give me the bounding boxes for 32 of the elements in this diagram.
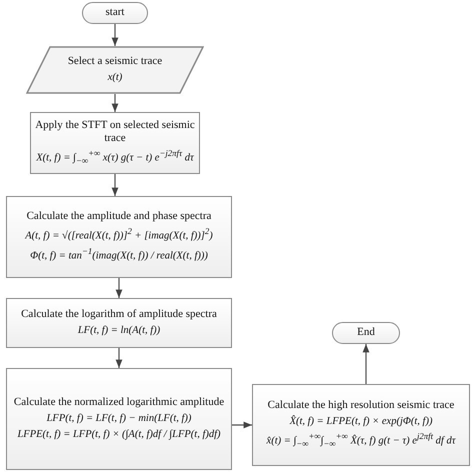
end-terminal	[332, 322, 400, 344]
terminal-label: start	[106, 6, 124, 20]
step-title: Calculate the amplitude and phase spectra	[26, 210, 212, 224]
arrow	[112, 174, 118, 196]
process-box	[6, 298, 232, 348]
formula: Φ(t, f) = tan$^{−1}$(imag(X(t, f)) / real(X(t, f)))	[30, 246, 208, 264]
process-box	[6, 196, 232, 278]
formula: LF(t, f) = ln(A(t, f))	[78, 324, 160, 338]
step-title: Calculate the logarithm of amplitude spectra	[21, 308, 217, 322]
step-title: Calculate the high resolution seismic trace	[268, 399, 454, 414]
formula: x̂(t) = ∫$_{−∞}$$^{+∞}$∫$_{−∞}$$^{+∞}$ X̂(τ, f) g(t − τ) e$^{j2πft}$ df dτ	[266, 431, 456, 451]
arrow	[116, 348, 122, 368]
formula: X(t, f) = ∫$_{−∞}$$^{+∞}$ x(τ) g(τ − t) e$^{−j2πfτ}$ dτ	[36, 148, 194, 168]
formula: x(t)	[108, 70, 122, 85]
formula: A(t, f) = √([real(X(t, f))]$^{2}$ + [imag(X(t, f))]$^{2}$)	[25, 226, 213, 244]
process-box	[252, 384, 470, 466]
terminal-label: End	[357, 326, 375, 340]
step-title: Apply the STFT on selected seismic trace	[35, 118, 195, 146]
step-title: Calculate the normalized logarithmic amplitude	[14, 396, 224, 410]
arrow	[112, 24, 118, 46]
arrow	[116, 278, 122, 298]
formula: LFP(t, f) = LF(t, f) − min(LF(t, f))	[46, 412, 192, 426]
process-box	[30, 112, 200, 174]
arrow	[362, 344, 370, 384]
step-title: Select a seismic trace	[68, 55, 162, 69]
arrow	[112, 94, 118, 112]
arrow	[232, 422, 252, 428]
input-parallelogram	[26, 46, 204, 94]
start-terminal	[82, 2, 148, 24]
formula: LFPE(t, f) = LFP(t, f) × (∫A(t, f)df / ∫LFP(t, f)df)	[17, 428, 221, 442]
process-box	[6, 368, 232, 470]
formula: X̂(t, f) = LFPE(t, f) × exp(jΦ(t, f))	[290, 415, 432, 430]
